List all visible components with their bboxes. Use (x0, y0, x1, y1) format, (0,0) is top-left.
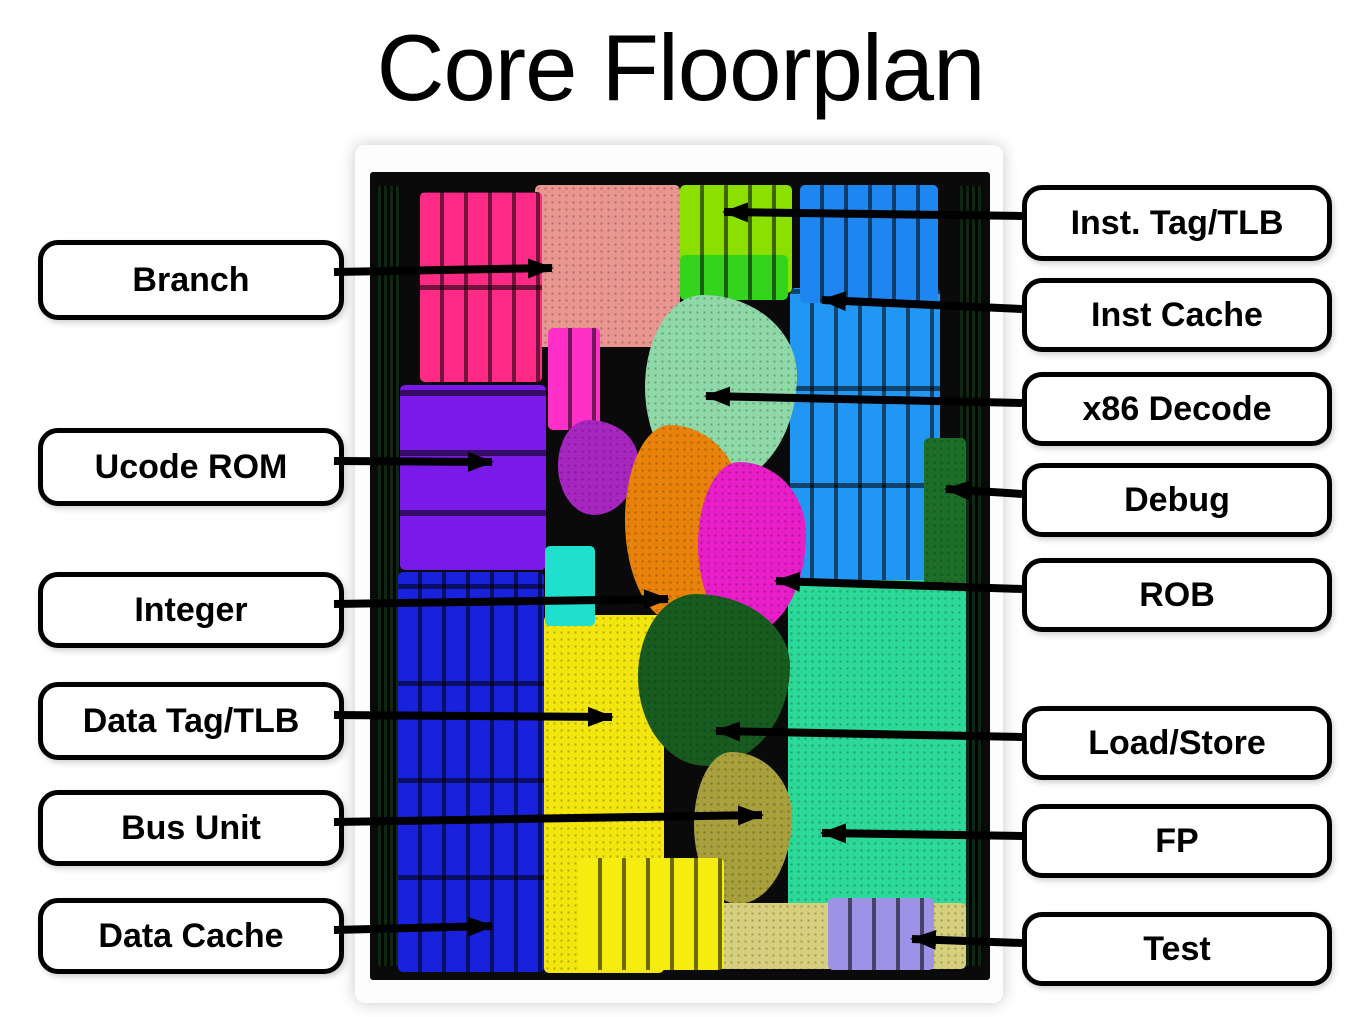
callout-ucode-rom: Ucode ROM (38, 428, 344, 506)
region-branch-logic (535, 185, 680, 347)
callout-inst-tag-tlb: Inst. Tag/TLB (1022, 185, 1332, 261)
region-ucode-rom (400, 385, 546, 570)
region-load-store (638, 594, 790, 766)
region-debug (924, 438, 966, 586)
die-photo (370, 172, 990, 980)
callout-fp-label: FP (1155, 821, 1199, 860)
region-inst-cache (790, 288, 940, 580)
callout-bus-unit: Bus Unit (38, 790, 344, 866)
callout-ucode-rom-label: Ucode ROM (94, 447, 288, 486)
callout-integer-label: Integer (134, 590, 248, 629)
callout-rob-label: ROB (1139, 575, 1215, 614)
callout-data-cache-label: Data Cache (98, 916, 284, 955)
callout-rob: ROB (1022, 558, 1332, 632)
callout-integer: Integer (38, 572, 344, 648)
callout-inst-tag-tlb-label: Inst. Tag/TLB (1070, 203, 1284, 242)
region-inst-cache-top (800, 185, 938, 303)
region-fp (788, 574, 966, 914)
callout-branch: Branch (38, 240, 344, 320)
callout-inst-cache-label: Inst Cache (1091, 295, 1263, 334)
region-bottom-yellow-arrays (578, 858, 724, 970)
callout-load-store: Load/Store (1022, 706, 1332, 780)
callout-data-tag-tlb: Data Tag/TLB (38, 682, 344, 760)
region-rob (698, 462, 806, 634)
region-test (828, 898, 934, 970)
callout-data-tag-tlb-label: Data Tag/TLB (82, 701, 300, 740)
region-pink-arrays (548, 328, 600, 430)
callout-branch-label: Branch (132, 260, 250, 299)
callout-fp: FP (1022, 804, 1332, 878)
callout-data-cache: Data Cache (38, 898, 344, 974)
callout-x86-decode: x86 Decode (1022, 372, 1332, 446)
callout-load-store-label: Load/Store (1088, 723, 1266, 762)
die-edge-left-texture (378, 186, 400, 966)
callout-debug-label: Debug (1124, 480, 1230, 519)
region-branch-arrays (420, 192, 542, 382)
page-title: Core Floorplan (376, 15, 986, 120)
callout-test: Test (1022, 912, 1332, 986)
callout-bus-unit-label: Bus Unit (121, 808, 261, 847)
region-magenta-blob (558, 420, 638, 515)
region-data-cache-arrays (398, 572, 544, 972)
callout-debug: Debug (1022, 463, 1332, 537)
callout-test-label: Test (1143, 929, 1211, 968)
region-inst-tag-tlb-lower (680, 255, 788, 300)
callout-x86-decode-label: x86 Decode (1082, 389, 1272, 428)
callout-inst-cache: Inst Cache (1022, 278, 1332, 352)
region-cyan-block (545, 546, 595, 626)
